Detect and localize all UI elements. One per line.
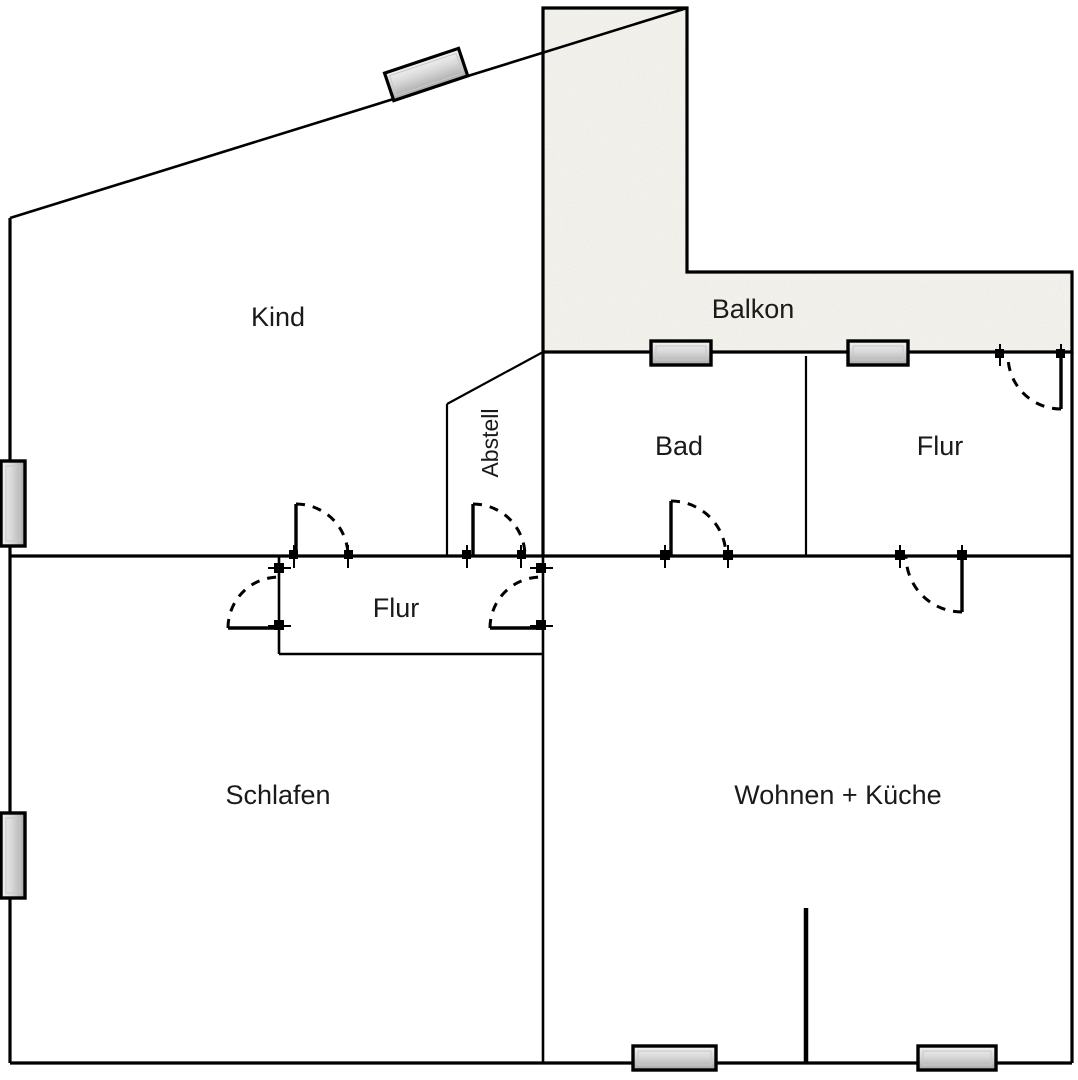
- doors-group: [226, 344, 1065, 630]
- room-label-flur-oben: Flur: [917, 431, 964, 461]
- window-kind-diagonal[interactable]: [382, 46, 470, 103]
- window-schlafen-left[interactable]: [0, 811, 27, 900]
- windows-group: [0, 46, 998, 1072]
- balcony-area: [541, 6, 1074, 354]
- wall-abstell-diagonal: [446, 351, 544, 405]
- door-bad[interactable]: [660, 499, 733, 568]
- window-flur-balkon[interactable]: [846, 339, 910, 367]
- wall-kind-diagonal: [9, 6, 688, 220]
- door-flur-right[interactable]: [488, 563, 553, 630]
- door-flur-left[interactable]: [226, 563, 291, 630]
- room-label-flur-mitte: Flur: [373, 593, 420, 623]
- room-label-balkon: Balkon: [712, 294, 795, 324]
- window-bad-balkon[interactable]: [649, 339, 713, 367]
- door-kind[interactable]: [289, 502, 353, 568]
- balcony-fill: [543, 8, 1072, 352]
- door-entrance[interactable]: [995, 344, 1065, 411]
- door-abstell[interactable]: [462, 502, 527, 568]
- room-label-wohnen-kueche: Wohnen + Küche: [734, 780, 941, 810]
- window-wohnen-bottom-right[interactable]: [916, 1044, 998, 1072]
- room-label-bad: Bad: [655, 431, 703, 461]
- room-labels: Kind Balkon Abstell Bad Flur Flur Schlaf…: [225, 294, 963, 810]
- room-label-schlafen: Schlafen: [225, 780, 330, 810]
- room-label-abstell: Abstell: [477, 408, 503, 477]
- door-flur-bottom[interactable]: [895, 545, 967, 614]
- room-label-kind: Kind: [251, 302, 305, 332]
- window-kind-left[interactable]: [0, 459, 27, 548]
- window-wohnen-bottom-left[interactable]: [631, 1044, 718, 1072]
- exterior-walls: [8, 6, 1074, 1065]
- interior-walls: [10, 351, 1072, 1063]
